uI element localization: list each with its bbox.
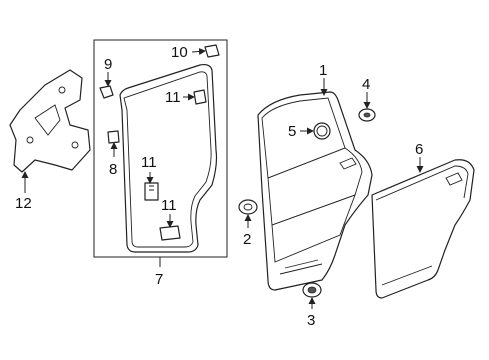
callout-11-mid: 11 [141,154,157,171]
callout-2: 2 [243,231,251,248]
door-skin-part-6 [371,159,475,299]
callout-4: 4 [362,76,370,93]
callout-3: 3 [307,312,315,329]
leader-lines [21,47,424,309]
clip-part-11-mid [144,182,159,201]
bracket-part-12 [9,69,91,173]
clip-part-8 [107,130,120,144]
plug-part-5 [313,122,331,140]
callout-6: 6 [415,141,423,158]
cap-part-4 [358,108,376,122]
clip-part-11-top [193,89,207,105]
callout-7: 7 [155,271,163,288]
callout-11-top: 11 [165,89,181,106]
door-shell-part-1 [257,91,373,291]
callout-5: 5 [288,123,296,140]
callout-1: 1 [319,62,327,79]
weatherstrip-part-7 [119,63,218,253]
clip-part-10 [204,44,220,58]
callout-12: 12 [15,195,32,212]
callout-8: 8 [109,161,117,178]
callout-9: 9 [104,56,112,73]
callout-10: 10 [171,44,188,61]
clip-part-11-bottom [159,225,181,241]
plug-part-3 [302,282,322,298]
clip-part-9 [99,85,114,99]
grommet-part-2 [238,199,258,215]
callout-11-bottom: 11 [161,197,177,214]
